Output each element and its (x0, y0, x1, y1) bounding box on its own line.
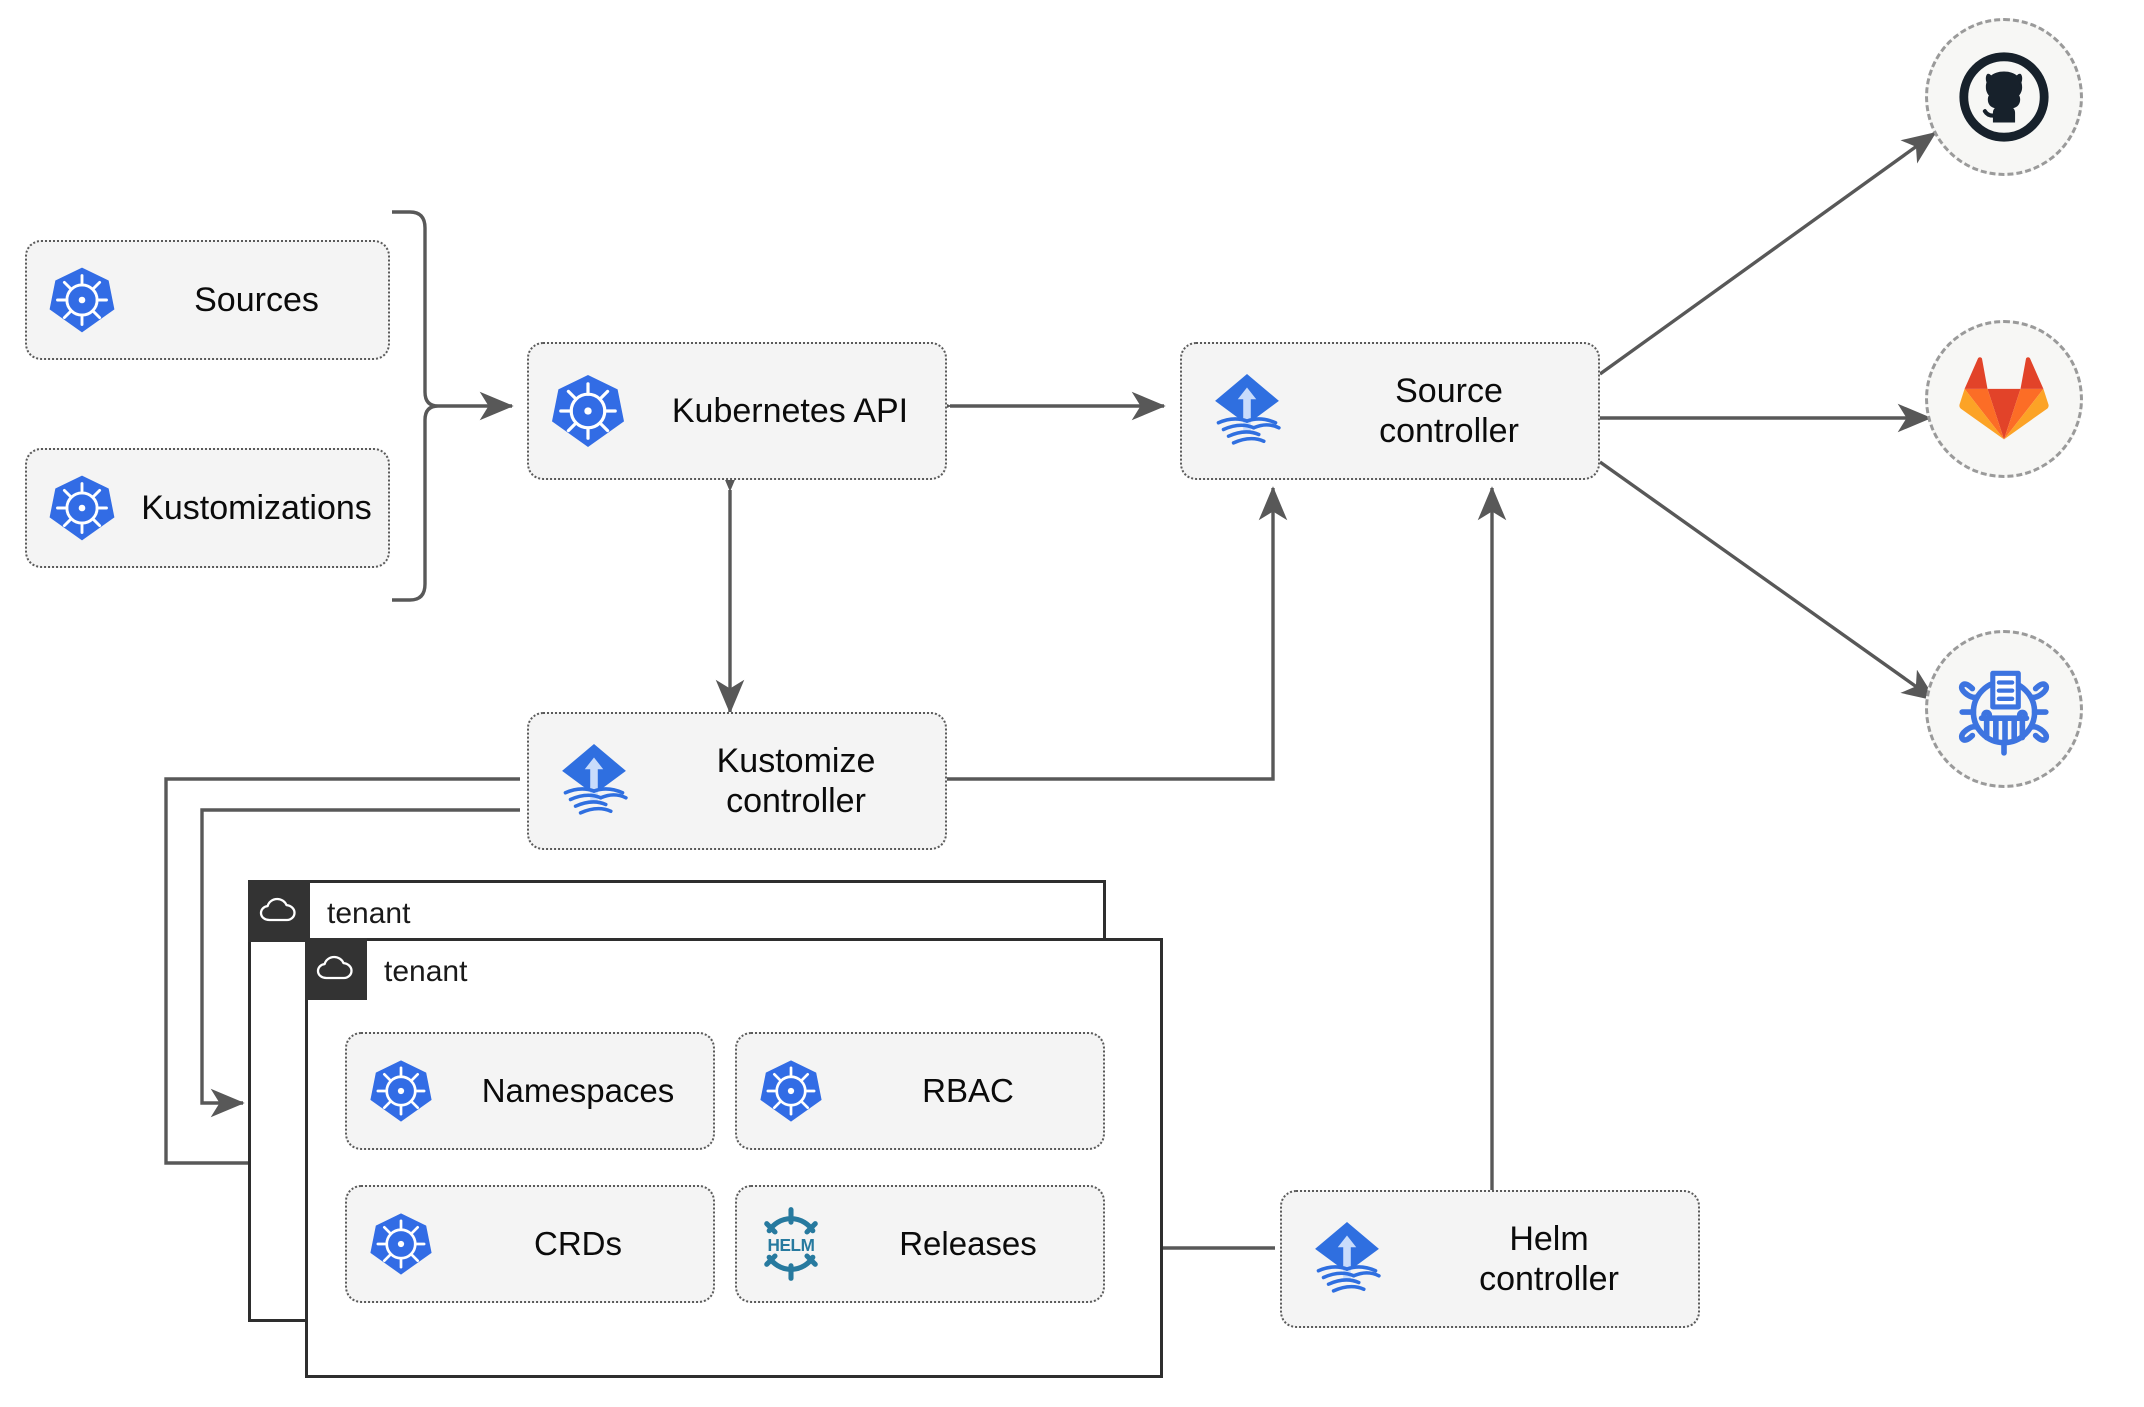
kubernetes-icon (529, 371, 647, 451)
node-helm-controller[interactable]: Helm controller (1280, 1190, 1700, 1328)
node-source-controller[interactable]: Source controller (1180, 342, 1600, 480)
kubernetes-icon (347, 1057, 455, 1125)
cloud-icon (259, 897, 296, 922)
node-releases[interactable]: HELM Releases (735, 1185, 1105, 1303)
node-kustomize-controller-label: Kustomize controller (716, 741, 876, 820)
helm-repository-icon (1958, 670, 2050, 756)
node-crds[interactable]: CRDs (345, 1185, 715, 1303)
node-rbac-label: RBAC (922, 1071, 1014, 1109)
node-releases-label: Releases (899, 1224, 1037, 1262)
node-rbac[interactable]: RBAC (735, 1032, 1105, 1150)
node-source-controller-label: Source controller (1379, 371, 1519, 450)
svg-text:HELM: HELM (767, 1235, 814, 1255)
tenant-label-back: tenant (327, 897, 411, 930)
node-kustomizations-label: Kustomizations (141, 488, 372, 527)
node-kustomize-controller[interactable]: Kustomize controller (527, 712, 947, 850)
tenant-tab-front (305, 938, 367, 1000)
node-crds-label: CRDs (534, 1224, 622, 1262)
node-namespaces[interactable]: Namespaces (345, 1032, 715, 1150)
edge-source-github (1599, 131, 1937, 376)
flux-icon (1282, 1217, 1412, 1301)
kubernetes-icon (347, 1210, 455, 1278)
node-helm-controller-label: Helm controller (1479, 1219, 1619, 1298)
group-bracket (392, 210, 439, 602)
tenant-tab-back (248, 880, 310, 942)
gitlab-icon (1959, 357, 2049, 440)
node-sources-label: Sources (194, 280, 319, 319)
flux-icon (1182, 369, 1312, 453)
edge-source-helmrepo (1599, 460, 1937, 702)
node-namespaces-label: Namespaces (481, 1071, 675, 1109)
kubernetes-icon (27, 472, 137, 544)
node-kubernetes-api-label: Kubernetes API (671, 391, 909, 430)
flux-icon (529, 739, 659, 823)
node-kustomizations[interactable]: Kustomizations (25, 448, 390, 568)
provider-gitlab[interactable] (1925, 320, 2083, 478)
node-sources[interactable]: Sources (25, 240, 390, 360)
kubernetes-icon (27, 264, 137, 336)
cloud-icon (316, 955, 353, 980)
node-kubernetes-api[interactable]: Kubernetes API (527, 342, 947, 480)
tenant-box-front[interactable]: tenant (305, 938, 1163, 1378)
edge-kustomize-source (942, 486, 1288, 781)
tenant-label-front: tenant (384, 955, 468, 988)
provider-github[interactable] (1925, 18, 2083, 176)
helm-icon: HELM (737, 1205, 845, 1283)
github-icon (1959, 52, 2049, 142)
kubernetes-icon (737, 1057, 845, 1125)
provider-helm-repository[interactable] (1925, 630, 2083, 788)
